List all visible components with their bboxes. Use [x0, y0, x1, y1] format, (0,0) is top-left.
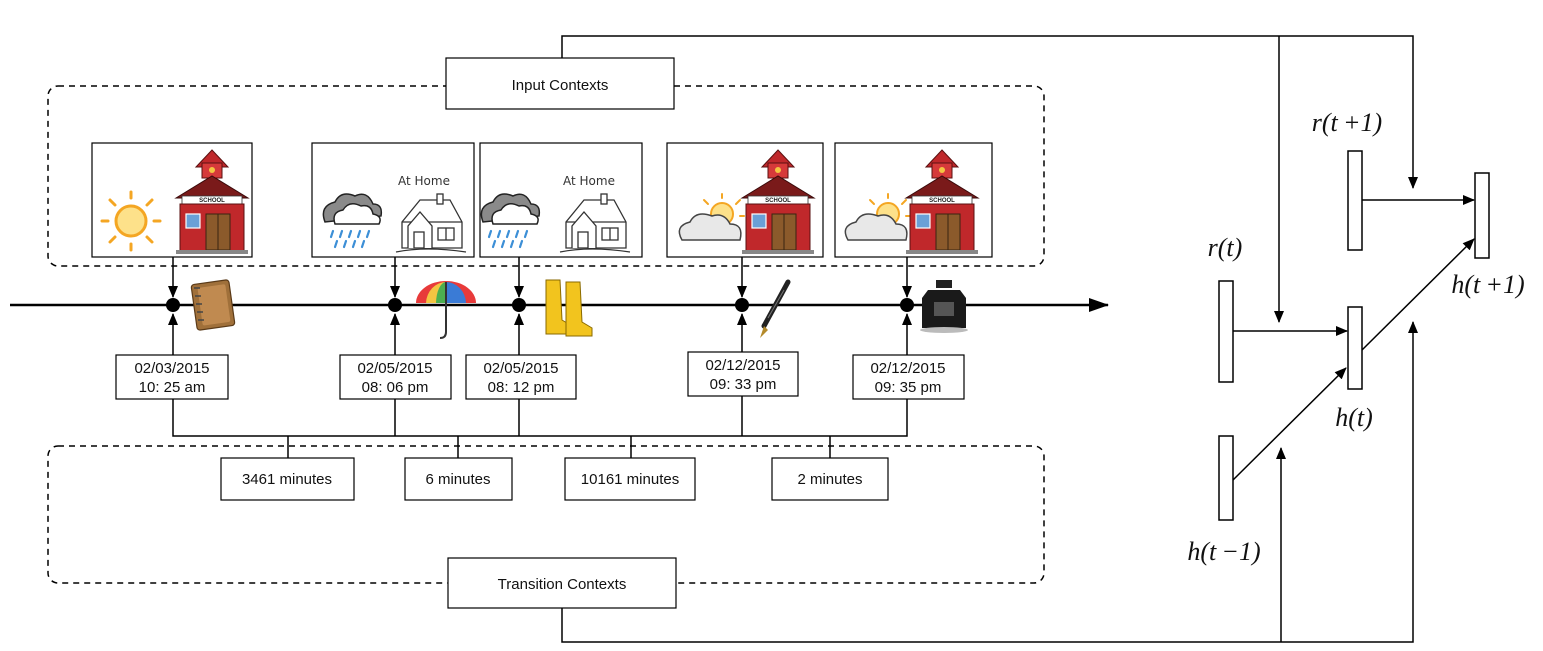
interval-label: 6 minutes [425, 471, 490, 488]
interval-label: 10161 minutes [581, 471, 679, 488]
input-contexts-label: Input Contexts [512, 77, 609, 94]
interval-label: 2 minutes [797, 471, 862, 488]
input-context-feedback-lines [561, 35, 1418, 323]
context-to-event-arrows [168, 256, 912, 298]
school-icon [174, 149, 250, 254]
interval-box-1: 3461 minutes [220, 457, 355, 501]
school-icon [740, 149, 816, 254]
house-icon [395, 193, 467, 253]
h-t1-cell [1474, 172, 1490, 259]
event-dot [900, 298, 914, 312]
timestamp-time: 08: 12 pm [488, 379, 555, 396]
h-tm1-cell [1218, 435, 1234, 521]
notebook-icon [190, 279, 236, 331]
r-t1-cell [1347, 150, 1363, 251]
partly-cloudy-icon [678, 193, 745, 241]
partly-cloudy-icon [844, 193, 911, 241]
timestamp-box-3: 02/05/2015 08: 12 pm [465, 354, 577, 400]
ink-bottle-icon [920, 280, 968, 333]
r-t1-label: r(t +1) [1312, 108, 1382, 137]
timestamp-to-event-arrows [168, 313, 912, 355]
event-dot [166, 298, 180, 312]
rain-boots-icon [545, 279, 593, 337]
timestamp-date: 02/12/2015 [870, 360, 945, 377]
pen-icon [760, 279, 791, 338]
h-t1-label: h(t +1) [1451, 270, 1524, 299]
place-label: At Home [398, 174, 450, 188]
timestamp-date: 02/05/2015 [357, 360, 432, 377]
timestamp-time: 08: 06 pm [362, 379, 429, 396]
h-t-label: h(t) [1335, 403, 1373, 432]
event-dot [512, 298, 526, 312]
umbrella-icon [416, 281, 476, 339]
rain-cloud-icon [480, 193, 541, 249]
sun-icon [100, 190, 162, 252]
rnn-connections [1232, 195, 1475, 481]
place-label: At Home [563, 174, 615, 188]
interval-label: 3461 minutes [242, 471, 332, 488]
h-t-cell [1347, 306, 1363, 390]
timestamp-box-1: 02/03/2015 10: 25 am [115, 354, 229, 400]
interval-box-3: 10161 minutes [564, 457, 696, 501]
h-tm1-label: h(t −1) [1187, 537, 1260, 566]
transition-contexts-region [47, 445, 1045, 584]
interval-box-4: 2 minutes [771, 457, 889, 501]
place-label: SCHOOL [765, 198, 791, 204]
timestamp-box-4: 02/12/2015 09: 33 pm [687, 351, 799, 397]
rnn-cells [1218, 150, 1490, 521]
timestamp-date: 02/05/2015 [483, 360, 558, 377]
transition-context-feedback-lines [561, 321, 1418, 643]
interval-box-2: 6 minutes [404, 457, 513, 501]
event-dots [166, 298, 914, 312]
timestamp-time: 09: 35 pm [875, 379, 942, 396]
input-contexts-label-box [445, 57, 675, 110]
place-label: SCHOOL [199, 198, 225, 204]
timestamp-date: 02/12/2015 [705, 357, 780, 374]
timestamp-time: 10: 25 am [139, 379, 206, 396]
rain-cloud-icon [322, 193, 383, 249]
transition-contexts-label-box [447, 557, 677, 609]
school-icon [904, 149, 980, 254]
place-label: SCHOOL [929, 198, 955, 204]
timestamp-time: 09: 33 pm [710, 376, 777, 393]
event-dot [388, 298, 402, 312]
r-t-label: r(t) [1208, 233, 1243, 262]
house-icon [559, 193, 631, 253]
event-dot [735, 298, 749, 312]
transition-contexts-label: Transition Contexts [498, 576, 627, 593]
r-t-cell [1218, 280, 1234, 383]
timestamp-date: 02/03/2015 [134, 360, 209, 377]
timestamp-box-5: 02/12/2015 09: 35 pm [852, 354, 965, 400]
interval-bracket [172, 396, 908, 458]
timestamp-box-2: 02/05/2015 08: 06 pm [339, 354, 452, 400]
